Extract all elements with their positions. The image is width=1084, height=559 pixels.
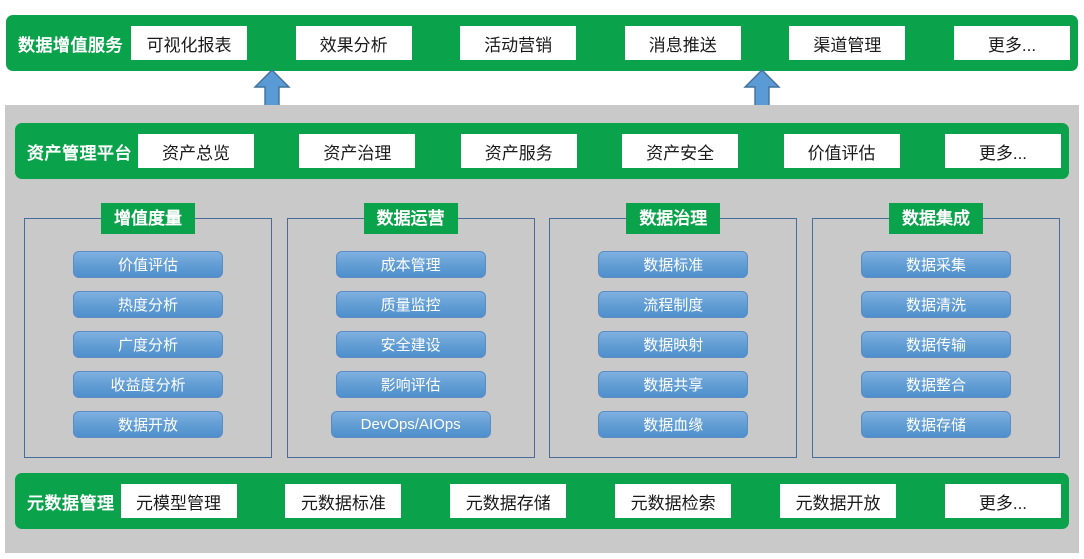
- asset-platform-panel: 资产管理平台 资产总览 资产治理 资产服务 资产安全 价值评估 更多... 增值…: [5, 105, 1079, 553]
- asset-management-platform-items: 资产总览 资产治理 资产服务 资产安全 价值评估 更多...: [138, 123, 1061, 179]
- chip-more-top[interactable]: 更多...: [953, 26, 1070, 60]
- btn-data-consolidation[interactable]: 数据整合: [860, 371, 1011, 398]
- btn-data-standard[interactable]: 数据标准: [598, 251, 749, 278]
- value-added-services-items: 可视化报表 效果分析 活动营销 消息推送 渠道管理 更多...: [131, 15, 1070, 71]
- column-title-data-integration: 数据集成: [888, 203, 983, 234]
- column-title-data-operations: 数据运营: [363, 203, 458, 234]
- btn-impact-assessment[interactable]: 影响评估: [335, 371, 486, 398]
- btn-quality-monitoring[interactable]: 质量监控: [335, 291, 486, 318]
- arrow-up-right-icon: [743, 69, 781, 108]
- btn-profit-analysis[interactable]: 收益度分析: [73, 371, 223, 398]
- btn-data-collection[interactable]: 数据采集: [860, 251, 1011, 278]
- chip-campaign-marketing[interactable]: 活动营销: [460, 26, 577, 60]
- btn-process-system[interactable]: 流程制度: [598, 291, 749, 318]
- btn-cost-management[interactable]: 成本管理: [335, 251, 486, 278]
- chip-metadata-search[interactable]: 元数据检索: [615, 484, 732, 518]
- chip-channel-management[interactable]: 渠道管理: [789, 26, 906, 60]
- column-data-operations: 数据运营 成本管理 质量监控 安全建设 影响评估 DevOps/AIOps: [286, 203, 535, 458]
- chip-value-assessment[interactable]: 价值评估: [783, 134, 900, 168]
- btn-data-storage[interactable]: 数据存储: [860, 411, 1011, 438]
- column-title-data-governance: 数据治理: [626, 203, 721, 234]
- chip-message-push[interactable]: 消息推送: [624, 26, 741, 60]
- chip-asset-overview[interactable]: 资产总览: [138, 134, 254, 168]
- btn-data-transmission[interactable]: 数据传输: [860, 331, 1011, 358]
- btn-data-cleansing[interactable]: 数据清洗: [860, 291, 1011, 318]
- chip-effect-analysis[interactable]: 效果分析: [295, 26, 412, 60]
- btn-data-lineage[interactable]: 数据血缘: [598, 411, 749, 438]
- column-data-governance: 数据治理 数据标准 流程制度 数据映射 数据共享 数据血缘: [549, 203, 798, 458]
- chip-visual-report[interactable]: 可视化报表: [131, 26, 247, 60]
- asset-management-platform-bar: 资产管理平台 资产总览 资产治理 资产服务 资产安全 价值评估 更多...: [15, 123, 1069, 179]
- metadata-management-label: 元数据管理: [27, 493, 115, 513]
- btn-devops-aiops[interactable]: DevOps/AIOps: [330, 411, 491, 438]
- chip-asset-security[interactable]: 资产安全: [622, 134, 739, 168]
- chip-metadata-storage[interactable]: 元数据存储: [450, 484, 567, 518]
- chip-metadata-openness[interactable]: 元数据开放: [780, 484, 897, 518]
- btn-security-build[interactable]: 安全建设: [335, 331, 486, 358]
- chip-asset-service[interactable]: 资产服务: [460, 134, 577, 168]
- chip-more-metadata[interactable]: 更多...: [944, 484, 1061, 518]
- chip-metadata-standard[interactable]: 元数据标准: [285, 484, 402, 518]
- metadata-management-items: 元模型管理 元数据标准 元数据存储 元数据检索 元数据开放 更多...: [120, 473, 1062, 529]
- btn-heat-analysis[interactable]: 热度分析: [73, 291, 223, 318]
- btn-value-assessment[interactable]: 价值评估: [73, 251, 223, 278]
- chip-asset-governance[interactable]: 资产治理: [299, 134, 416, 168]
- metadata-management-bar: 元数据管理 元模型管理 元数据标准 元数据存储 元数据检索 元数据开放 更多..…: [15, 473, 1069, 529]
- value-added-services-label: 数据增值服务: [18, 35, 123, 55]
- asset-management-platform-label: 资产管理平台: [27, 143, 132, 163]
- btn-data-sharing[interactable]: 数据共享: [598, 371, 749, 398]
- btn-data-openness[interactable]: 数据开放: [73, 411, 223, 438]
- btn-breadth-analysis[interactable]: 广度分析: [73, 331, 223, 358]
- chip-more-platform[interactable]: 更多...: [944, 134, 1061, 168]
- chip-metamodel-management[interactable]: 元模型管理: [120, 484, 237, 518]
- column-title-value-measurement: 增值度量: [101, 203, 195, 234]
- column-value-measurement: 增值度量 价值评估 热度分析 广度分析 收益度分析 数据开放: [24, 203, 272, 458]
- value-added-services-bar: 数据增值服务 可视化报表 效果分析 活动营销 消息推送 渠道管理 更多...: [6, 15, 1078, 71]
- arrow-up-left-icon: [253, 69, 291, 108]
- btn-data-mapping[interactable]: 数据映射: [598, 331, 749, 358]
- column-data-integration: 数据集成 数据采集 数据清洗 数据传输 数据整合 数据存储: [811, 203, 1060, 458]
- capability-columns: 增值度量 价值评估 热度分析 广度分析 收益度分析 数据开放 数据运营 成本管理…: [24, 203, 1060, 458]
